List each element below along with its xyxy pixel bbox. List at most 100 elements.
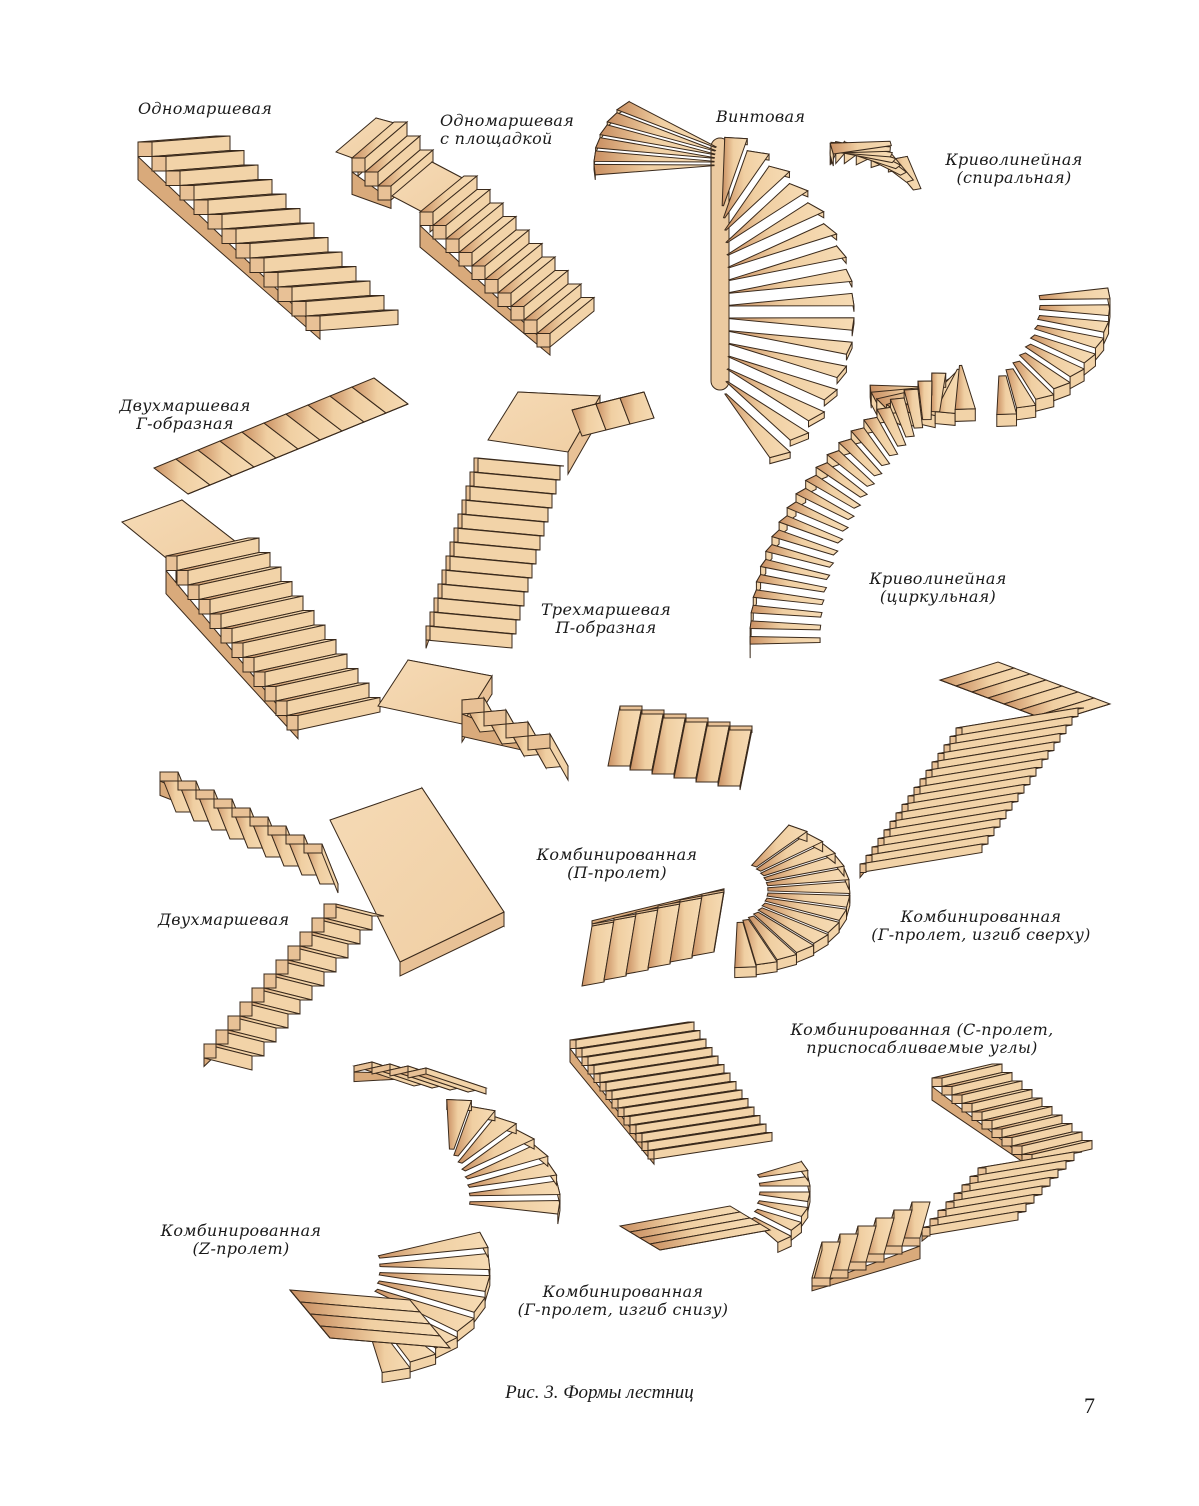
stair-tread <box>1038 287 1111 301</box>
staircase-combined-u-lower <box>581 888 725 987</box>
stair-side <box>458 252 473 267</box>
stair-side <box>465 485 471 501</box>
staircase-three-flight-main <box>425 457 565 649</box>
stair-tread <box>903 388 924 429</box>
stair-side <box>951 1094 963 1104</box>
staircase-combined-l-bottom-lower <box>618 1205 772 1251</box>
label-curved-spiral: Криволинейная (спиральная) <box>945 150 1083 187</box>
stair-tread <box>726 202 825 256</box>
stair-side <box>231 807 251 818</box>
stair-side <box>286 715 299 731</box>
stair-tread <box>764 897 848 921</box>
stair-side <box>275 700 288 716</box>
staircase-single-landing-flight-b <box>418 174 596 357</box>
stair-tread <box>734 921 757 969</box>
stair-tread <box>726 368 826 422</box>
stair-side <box>159 771 179 782</box>
stair-tread <box>778 515 844 544</box>
label-curved-circular: Криволинейная (циркульная) <box>869 569 1007 606</box>
stair-tread <box>770 529 839 556</box>
stair-side <box>991 1128 1003 1138</box>
stair-tread <box>728 268 853 294</box>
label-single-flight: Одномаршевая <box>138 99 273 118</box>
stair-side <box>471 265 486 280</box>
stair-tread <box>606 112 717 152</box>
staircase-single-flight <box>137 135 399 341</box>
stair-tread <box>759 843 837 877</box>
stair-tread <box>766 892 851 908</box>
stair-side <box>729 725 753 731</box>
stair-tread <box>756 1200 809 1218</box>
stair-tread <box>1012 360 1055 400</box>
label-combined-c: Комбинированная (С-пролет, приспосаблива… <box>790 1020 1054 1057</box>
stair-tread <box>725 380 810 441</box>
stair-tread <box>753 1208 803 1231</box>
stair-side <box>859 863 867 873</box>
stair-tread <box>876 406 907 447</box>
staircase-combined-l-top-upper <box>938 661 1112 723</box>
stair-side <box>605 1090 613 1100</box>
stair-tread <box>749 635 821 645</box>
stair-tread <box>728 330 853 355</box>
stair-tread <box>764 544 835 568</box>
stair-side <box>701 889 725 897</box>
stair-side <box>931 1077 943 1087</box>
stair-tread <box>593 163 715 176</box>
stair-tread <box>729 292 855 307</box>
stair-side <box>461 697 485 715</box>
stair-side <box>419 211 434 226</box>
stair-tread <box>763 854 845 882</box>
stair-tread <box>794 487 856 521</box>
label-combined-u: Комбинированная (П-пролет) <box>536 845 698 882</box>
label-two-flight-l: Двухмаршевая Г-образная <box>119 396 251 433</box>
stair-tread <box>750 604 823 618</box>
stair-tread <box>729 317 855 331</box>
stair-tread <box>1033 324 1105 349</box>
stair-side <box>469 471 475 487</box>
stair-side <box>981 1120 993 1130</box>
stair-side <box>239 1001 253 1017</box>
stair-tread <box>599 124 716 156</box>
stair-tread <box>457 1116 518 1164</box>
stair-side <box>663 713 687 719</box>
stair-tread <box>850 427 891 467</box>
stair-side <box>429 611 435 627</box>
stair-tread <box>749 620 822 631</box>
stair-tread <box>742 918 778 966</box>
stair-side <box>311 917 325 933</box>
stair-side <box>235 243 251 259</box>
stair-side <box>221 228 237 244</box>
stair-side <box>575 1048 583 1058</box>
stair-side <box>707 721 731 727</box>
stair-side <box>249 257 265 273</box>
stair-side <box>285 834 305 845</box>
staircase-combined-u-upper <box>607 705 753 791</box>
stair-side <box>432 225 447 240</box>
staircase-combined-l-top-flight <box>859 707 1085 880</box>
stair-riser <box>643 391 655 419</box>
stair-side <box>364 171 379 187</box>
stair-riser <box>329 1337 451 1349</box>
staircase-combined-z-fan-a <box>446 1099 561 1225</box>
stair-tread <box>829 140 892 155</box>
stair-side <box>249 816 269 827</box>
stair-tread <box>765 867 850 887</box>
stair-side <box>165 555 178 571</box>
stair-side <box>407 1067 427 1079</box>
stair-side <box>437 583 443 599</box>
stair-side <box>449 541 455 557</box>
label-single-flight-landing: Одномаршевая с площадкой <box>440 111 575 148</box>
stair-tread <box>466 1161 558 1188</box>
stair-riser <box>373 377 409 405</box>
stair-side <box>227 1015 241 1031</box>
stair-tread <box>446 1099 473 1150</box>
stair-side <box>599 1082 607 1092</box>
stair-tread <box>728 342 848 379</box>
stair-tread <box>767 881 851 895</box>
staircase-curved-circular <box>749 372 947 659</box>
stair-side <box>323 903 337 919</box>
stair-side <box>165 170 181 186</box>
stair-side <box>587 1065 595 1075</box>
